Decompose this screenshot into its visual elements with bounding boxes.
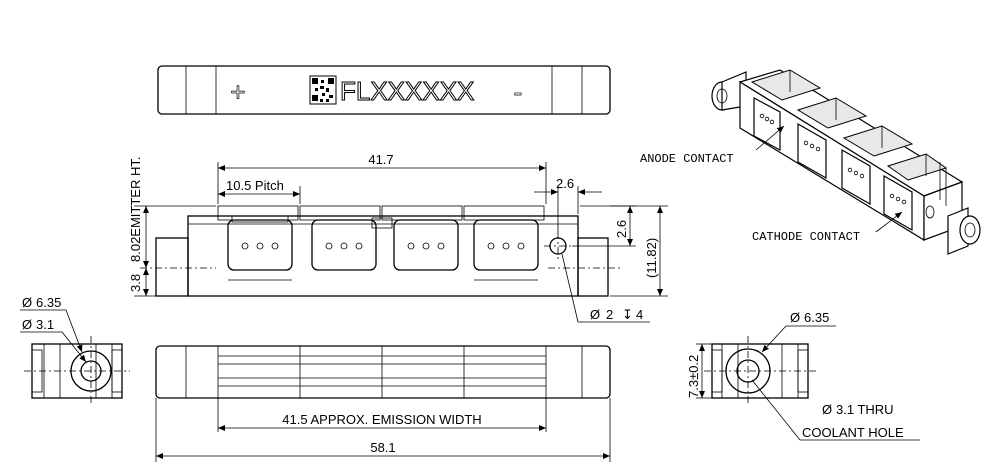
dim-11-82: (11.82) bbox=[644, 238, 659, 278]
front-view: 41.7 10.5 Pitch 2.6 2.6 (11.82) 8.02EMIT… bbox=[128, 152, 668, 323]
left-diameter-symbol-inner: Ø bbox=[22, 317, 32, 332]
part-number: FLXXXXXX bbox=[340, 76, 474, 106]
right-end-view: 7.3±0.2 Ø 6.35 Ø 3.1 THRU COOLANT HOLE bbox=[686, 310, 920, 441]
qr-code-icon bbox=[309, 75, 337, 105]
right-dim-height: 7.3±0.2 bbox=[686, 355, 701, 398]
cathode-contact-label: CATHODE CONTACT bbox=[752, 230, 860, 244]
right-diameter-symbol-inner: Ø bbox=[822, 402, 832, 417]
minus-sign: - bbox=[514, 77, 523, 107]
contact-pad-3 bbox=[393, 219, 459, 271]
top-view-outline bbox=[157, 65, 611, 115]
left-end-view: Ø 6.35 Ø 3.1 bbox=[20, 295, 130, 406]
hole-callout: 2 bbox=[606, 307, 613, 322]
coolant-hole-label: COOLANT HOLE bbox=[802, 425, 904, 440]
dim-41-7: 41.7 bbox=[368, 152, 393, 167]
dim-3-8: 3.8 bbox=[128, 274, 143, 292]
right-dim-3-1-thru: 3.1 THRU bbox=[836, 402, 894, 417]
iso-contact-pad-2 bbox=[797, 122, 827, 180]
left-dim-6-35: 6.35 bbox=[36, 295, 61, 310]
left-dim-3-1: 3.1 bbox=[36, 317, 54, 332]
right-diameter-symbol-outer: Ø bbox=[790, 310, 800, 325]
dim-emission-width: 41.5 APPROX. EMISSION WIDTH bbox=[282, 412, 481, 427]
left-diameter-symbol-outer: Ø bbox=[22, 295, 32, 310]
anode-contact-label: ANODE CONTACT bbox=[640, 152, 734, 166]
plus-sign: + bbox=[230, 77, 245, 107]
contact-pad-1 bbox=[227, 215, 293, 271]
bottom-view: 41.5 APPROX. EMISSION WIDTH 58.1 bbox=[155, 345, 611, 462]
diameter-symbol: Ø bbox=[590, 307, 600, 322]
dim-2-6-vertical: 2.6 bbox=[614, 220, 629, 238]
dim-overall-length: 58.1 bbox=[370, 440, 395, 455]
dim-pitch: 10.5 Pitch bbox=[226, 178, 284, 193]
iso-contact-pad-3 bbox=[841, 148, 871, 206]
top-view: + FLXXXXXX - bbox=[157, 65, 611, 115]
dim-2-6-horizontal: 2.6 bbox=[556, 176, 574, 191]
dim-emitter-ht: 8.02EMITTER HT. bbox=[128, 157, 143, 262]
isometric-view: ANODE CONTACT CATHODE CONTACT bbox=[640, 69, 981, 255]
hole-depth: 4 bbox=[636, 307, 643, 322]
depth-symbol: ↧ bbox=[622, 307, 633, 322]
contact-pad-4 bbox=[473, 219, 539, 271]
right-dim-6-35: 6.35 bbox=[804, 310, 829, 325]
iso-contact-pad-4 bbox=[883, 174, 913, 232]
iso-contact-pad-1 bbox=[753, 96, 781, 152]
contact-pad-2 bbox=[311, 219, 377, 271]
